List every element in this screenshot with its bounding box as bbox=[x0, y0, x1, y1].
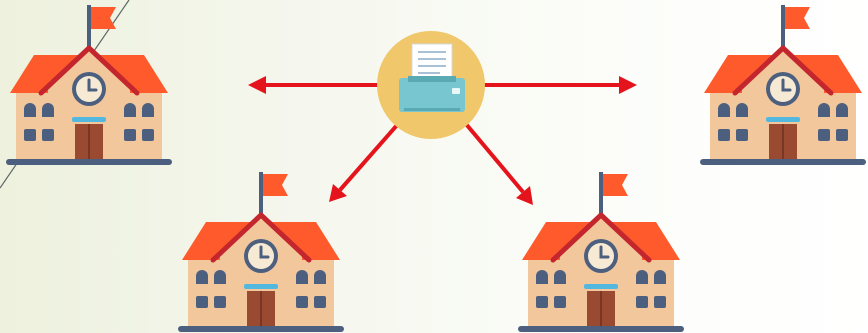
connection-arrows bbox=[248, 76, 637, 205]
school-top-right bbox=[700, 5, 866, 165]
arrow-to-top-right bbox=[480, 76, 637, 94]
fax-machine-icon bbox=[399, 43, 465, 112]
fax-hub bbox=[377, 31, 485, 139]
arrow-to-top-left bbox=[248, 76, 382, 94]
arrow-to-bottom-left bbox=[329, 122, 400, 202]
school-bottom-left bbox=[178, 172, 344, 332]
arrow-to-bottom-right bbox=[464, 122, 533, 205]
school-top-left bbox=[6, 5, 172, 165]
school-bottom-right bbox=[518, 172, 684, 332]
